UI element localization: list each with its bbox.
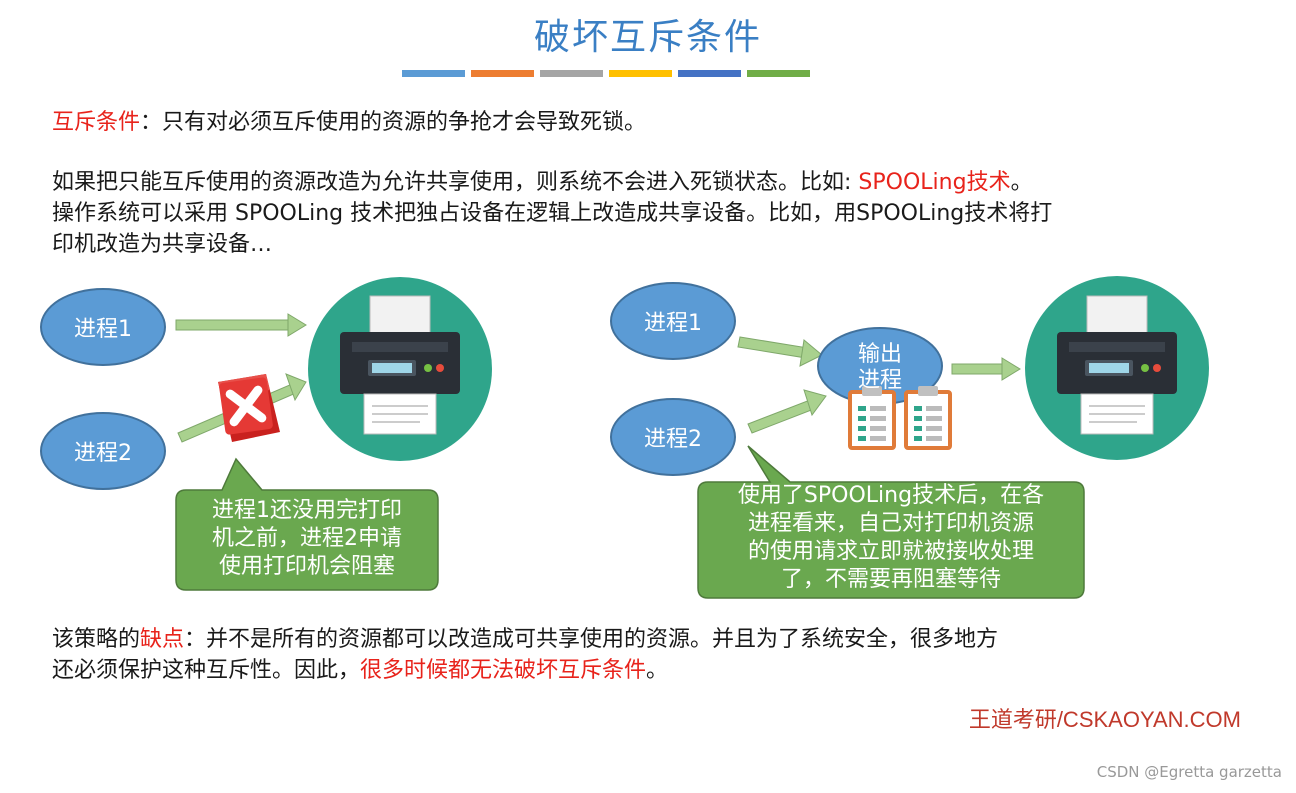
callout-line: 了，不需要再阻塞等待 [780,567,1001,592]
definition-line: 互斥条件：只有对必须互斥使用的资源的争抢才会导致死锁。 [52,107,646,138]
arrow-process1-to-printer [175,313,307,337]
title-bar-segment [747,70,810,77]
page-title: 破坏互斥条件 [533,17,762,58]
callout-right-shape [697,445,1085,599]
clipboard-icon [848,384,896,450]
arrow-output-to-printer [951,357,1021,381]
callout-line: 使用打印机会阻塞 [218,554,395,579]
process2-ellipse-left: 进程2 [40,412,166,490]
spooling-highlight: SPOOLing技术 [858,170,1011,195]
callout-left-shape [175,457,439,591]
title-bar-segment [609,70,672,77]
arrow-process2-to-output [747,389,827,434]
arrow-process1-to-output [737,336,823,367]
title-color-bar [402,70,810,77]
definition-term: 互斥条件 [52,110,141,135]
csdn-watermark: CSDN @Egretta garzetta [1096,763,1282,781]
drawback-line-2: 还必须保护这种互斥性。因此，很多时候都无法破坏互斥条件。 [52,655,668,686]
title-bar-segment [402,70,465,77]
brand-label: 王道考研/CSKAOYAN.COM [968,707,1241,732]
callout-line: 机之前，进程2申请 [212,526,402,551]
title-bar-segment [540,70,603,77]
explanation-text: 如果把只能互斥使用的资源改造为允许共享使用，则系统不会进入死锁状态。比如: [52,170,859,195]
process1-ellipse-left: 进程1 [40,288,166,366]
title-bar-segment [471,70,534,77]
callout-line: 使用了SPOOLing技术后，在各 [737,483,1045,508]
drawback-term: 缺点 [140,627,185,652]
drawback-text: 该策略的 [52,627,141,652]
title-bar-segment [678,70,741,77]
output-process-label: 输出进程 [857,342,902,393]
drawback-highlight: 很多时候都无法破坏互斥条件 [360,658,647,683]
process2-ellipse-right: 进程2 [610,398,736,476]
definition-text: ：只有对必须互斥使用的资源的争抢才会导致死锁。 [140,110,647,135]
drawback-text: 。 [646,658,669,683]
callout-left-text: 进程1还没用完打印 机之前，进程2申请 使用打印机会阻塞 [180,497,434,581]
callout-right-text: 使用了SPOOLing技术后，在各 进程看来，自己对打印机资源 的使用请求立即就… [702,482,1080,594]
callout-line: 进程看来，自己对打印机资源 [747,511,1034,536]
callout-line: 的使用请求立即就被接收处理 [747,539,1034,564]
callout-line: 进程1还没用完打印 [212,498,402,523]
explanation-line-1: 如果把只能互斥使用的资源改造为允许共享使用，则系统不会进入死锁状态。比如: SP… [52,167,1033,198]
drawback-text: ：并不是所有的资源都可以改造成可共享使用的资源。并且为了系统安全，很多地方 [184,627,999,652]
explanation-text: 。 [1010,170,1033,195]
explanation-line-3: 印机改造为共享设备… [52,232,273,257]
process1-ellipse-right: 进程1 [610,282,736,360]
blocked-x-icon [218,374,280,442]
drawback-line-1: 该策略的缺点：并不是所有的资源都可以改造成可共享使用的资源。并且为了系统安全，很… [52,624,998,655]
drawback-text: 还必须保护这种互斥性。因此， [52,658,361,683]
clipboard-icon [904,384,952,450]
explanation-line-2: 操作系统可以采用 SPOOLing 技术把独占设备在逻辑上改造成共享设备。比如，… [52,201,1053,226]
